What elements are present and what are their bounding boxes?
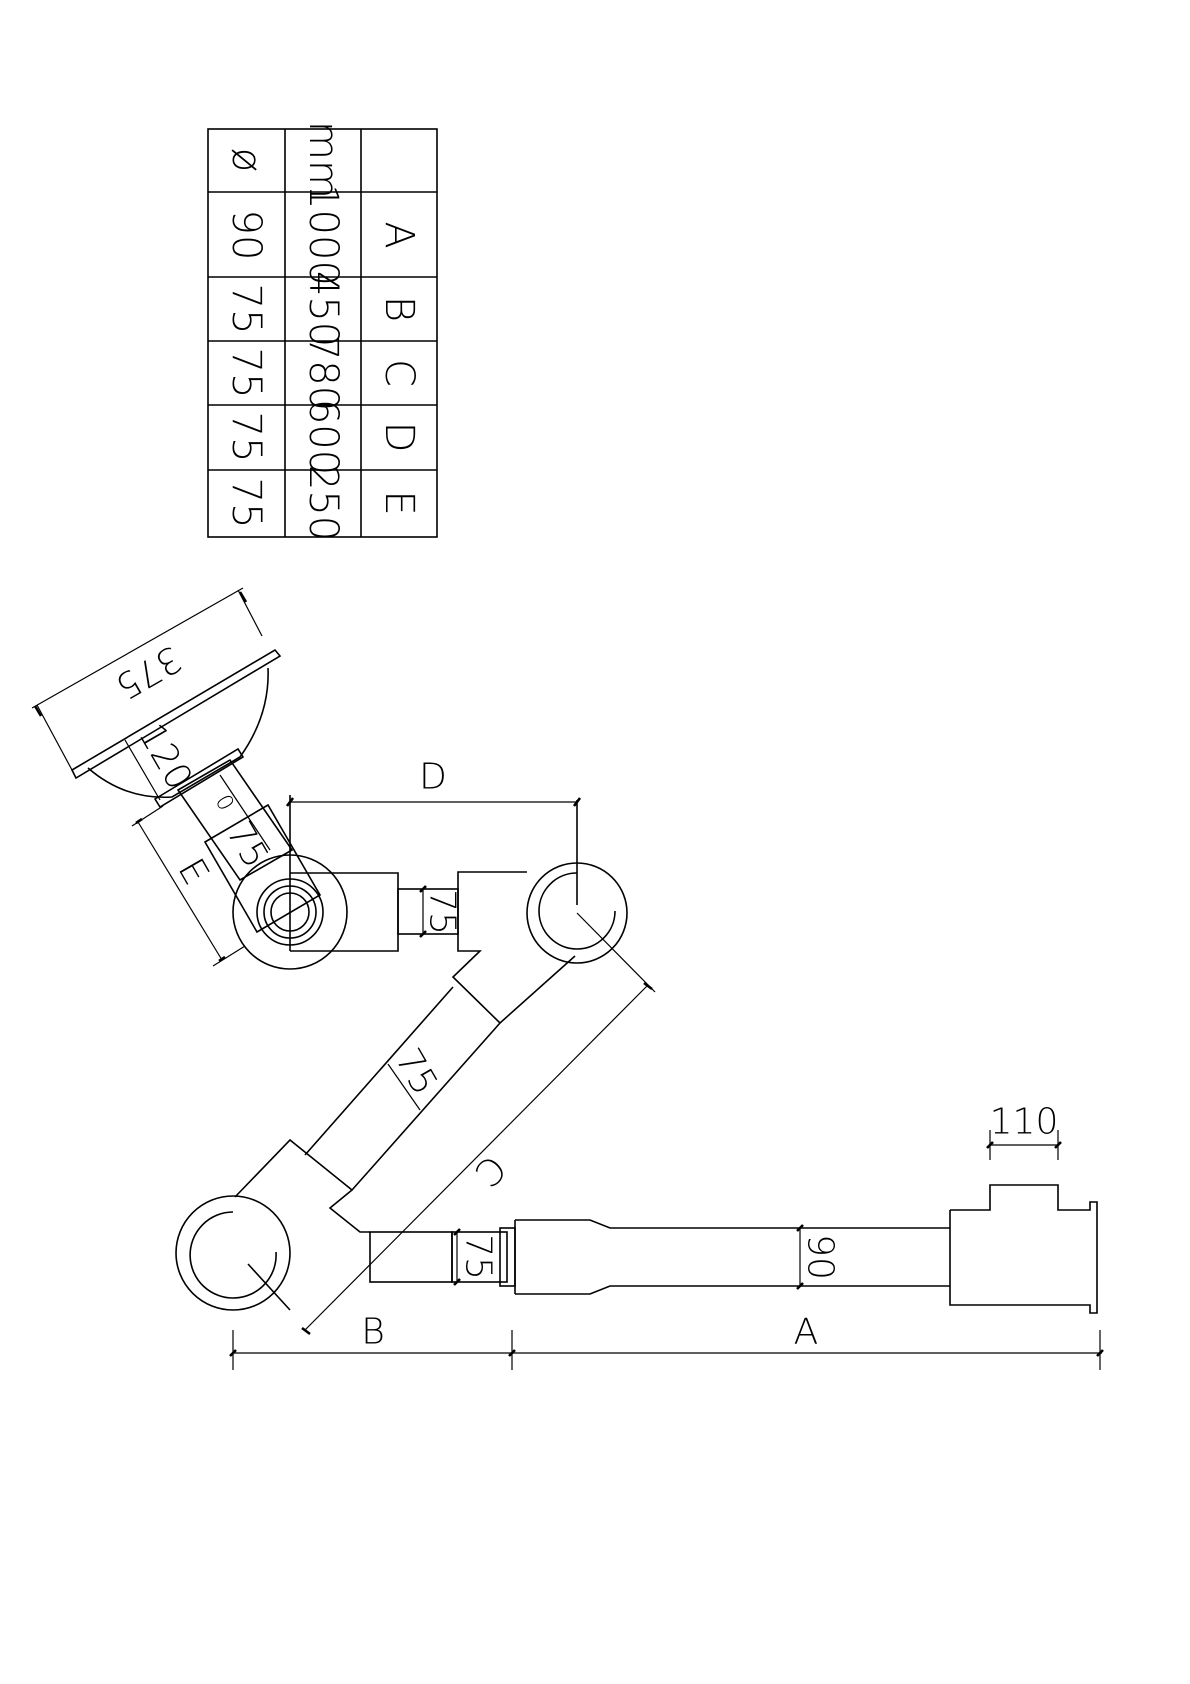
table-cell-dia: 75 (223, 284, 269, 335)
dim-label-75-lower: 75 (458, 1234, 499, 1280)
lower-elbow (175, 1138, 370, 1311)
table-cell-label: B (376, 296, 422, 322)
table-cell-mm: 780 (300, 335, 346, 411)
dimension-labels: 375 120 0 75 E D 75 75 C 75 90 110 B A (108, 637, 1058, 1352)
hood-assembly (70, 648, 322, 934)
table-cell-label: E (376, 490, 422, 515)
dim-label-d: D (419, 757, 447, 798)
dimension-lines (31, 587, 1104, 1370)
middle-arm (304, 986, 501, 1191)
table-cell-label: D (376, 422, 422, 453)
table-header-unit: mm (300, 121, 346, 199)
dimension-table: ø mm A 1000 90 B 450 75 C 780 75 D 600 7… (207, 121, 438, 541)
table-cell-mm: 450 (300, 271, 346, 347)
table-cell-mm: 1000 (300, 184, 346, 286)
dim-label-75-top: 75 (422, 889, 463, 935)
dim-label-c: C (467, 1147, 514, 1194)
hood-plate (70, 648, 282, 780)
hood-collar (153, 747, 245, 809)
dim-label-90: 90 (800, 1234, 841, 1280)
dim-label-0: 0 (210, 791, 239, 816)
dim-label-75-swivel: 75 (218, 815, 276, 875)
dim-label-75-middle: 75 (387, 1042, 445, 1102)
table-cell-label: C (376, 359, 422, 387)
hood-dome (87, 667, 269, 799)
table-cell-mm: 600 (300, 399, 346, 475)
upper-joint (232, 795, 459, 970)
wall-mount (949, 1184, 1098, 1314)
table-header-diameter: ø (223, 148, 269, 172)
table-cell-mm: 250 (300, 465, 346, 541)
dim-label-110: 110 (990, 1102, 1059, 1143)
table-cell-dia: 75 (223, 412, 269, 463)
table-cell-dia: 90 (223, 210, 269, 261)
table-cell-dia: 75 (223, 478, 269, 529)
dim-label-a: A (794, 1312, 819, 1353)
dim-label-375: 375 (108, 637, 188, 707)
table-cell-label: A (376, 221, 422, 248)
hood-neck (176, 758, 294, 882)
lower-arm (369, 1184, 1098, 1314)
swivel-housing (203, 803, 322, 934)
table-cell-dia: 75 (223, 348, 269, 399)
right-elbow (451, 800, 628, 1025)
dim-label-b: B (361, 1312, 385, 1353)
